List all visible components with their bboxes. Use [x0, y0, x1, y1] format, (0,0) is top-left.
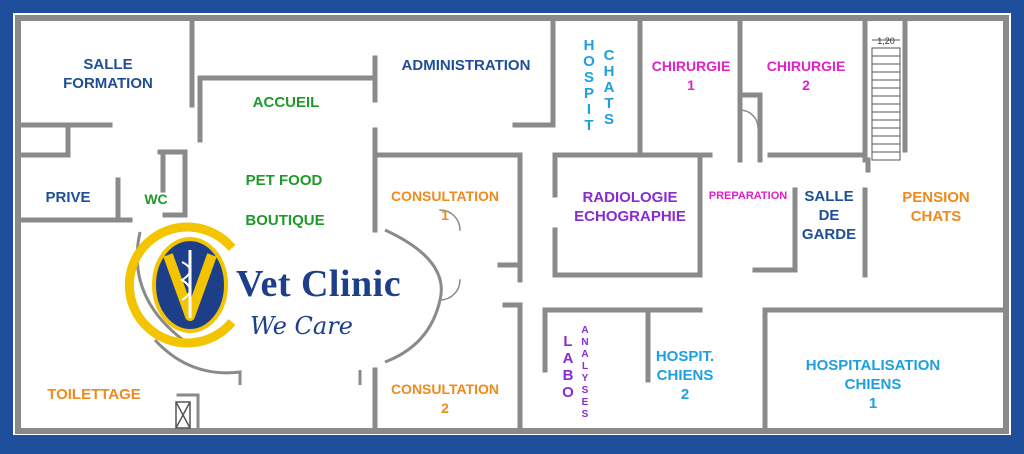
- room-chirurgie-2: CHIRURGIE 2: [766, 58, 846, 93]
- cabinet: [175, 401, 191, 429]
- room-toilettage: TOILETTAGE: [47, 386, 141, 403]
- room-preparation: PREPARATION: [708, 190, 788, 202]
- room-prive: PRIVE: [45, 189, 91, 206]
- outer-walls: [15, 15, 1009, 434]
- room-labo: L A B O: [562, 333, 574, 401]
- interior-walls: [17, 17, 1007, 433]
- room-consultation-1: CONSULTATION 1: [390, 188, 500, 223]
- logo-emblem: [124, 222, 236, 348]
- room-chirurgie-1: CHIRURGIE 1: [651, 58, 731, 93]
- staircase: [871, 39, 901, 161]
- logo-title: Vet Clinic: [236, 263, 402, 305]
- room-accueil: ACCUEIL: [252, 94, 320, 111]
- room-radiologie-echographie: RADIOLOGIE ECHOGRAPHIE: [574, 189, 686, 225]
- room-boutique: BOUTIQUE: [245, 212, 325, 229]
- room-pet-food: PET FOOD: [245, 172, 323, 189]
- room-hospit-chats-1: H O S P I T: [583, 37, 595, 134]
- room-analyses: A N A L Y S E S: [581, 325, 589, 420]
- room-wc: WC: [144, 191, 168, 207]
- room-administration: ADMINISTRATION: [401, 57, 531, 74]
- room-hospit-chiens-2: HOSPIT. CHIENS 2: [655, 348, 715, 403]
- reception-counter: [135, 228, 443, 385]
- room-hospitalisation-chiens-1: HOSPITALISATION CHIENS 1: [805, 357, 941, 412]
- logo-tagline: We Care: [250, 312, 353, 340]
- room-salle-de-garde: SALLE DE GARDE: [801, 188, 857, 243]
- room-consultation-2: CONSULTATION 2: [390, 381, 500, 416]
- stair-dimension: 1,20: [877, 36, 895, 46]
- room-salle-formation: SALLE FORMATION: [63, 56, 153, 92]
- room-hospit-chats-2: C H A T S: [603, 47, 615, 128]
- room-pension-chats: PENSION CHATS: [902, 189, 970, 225]
